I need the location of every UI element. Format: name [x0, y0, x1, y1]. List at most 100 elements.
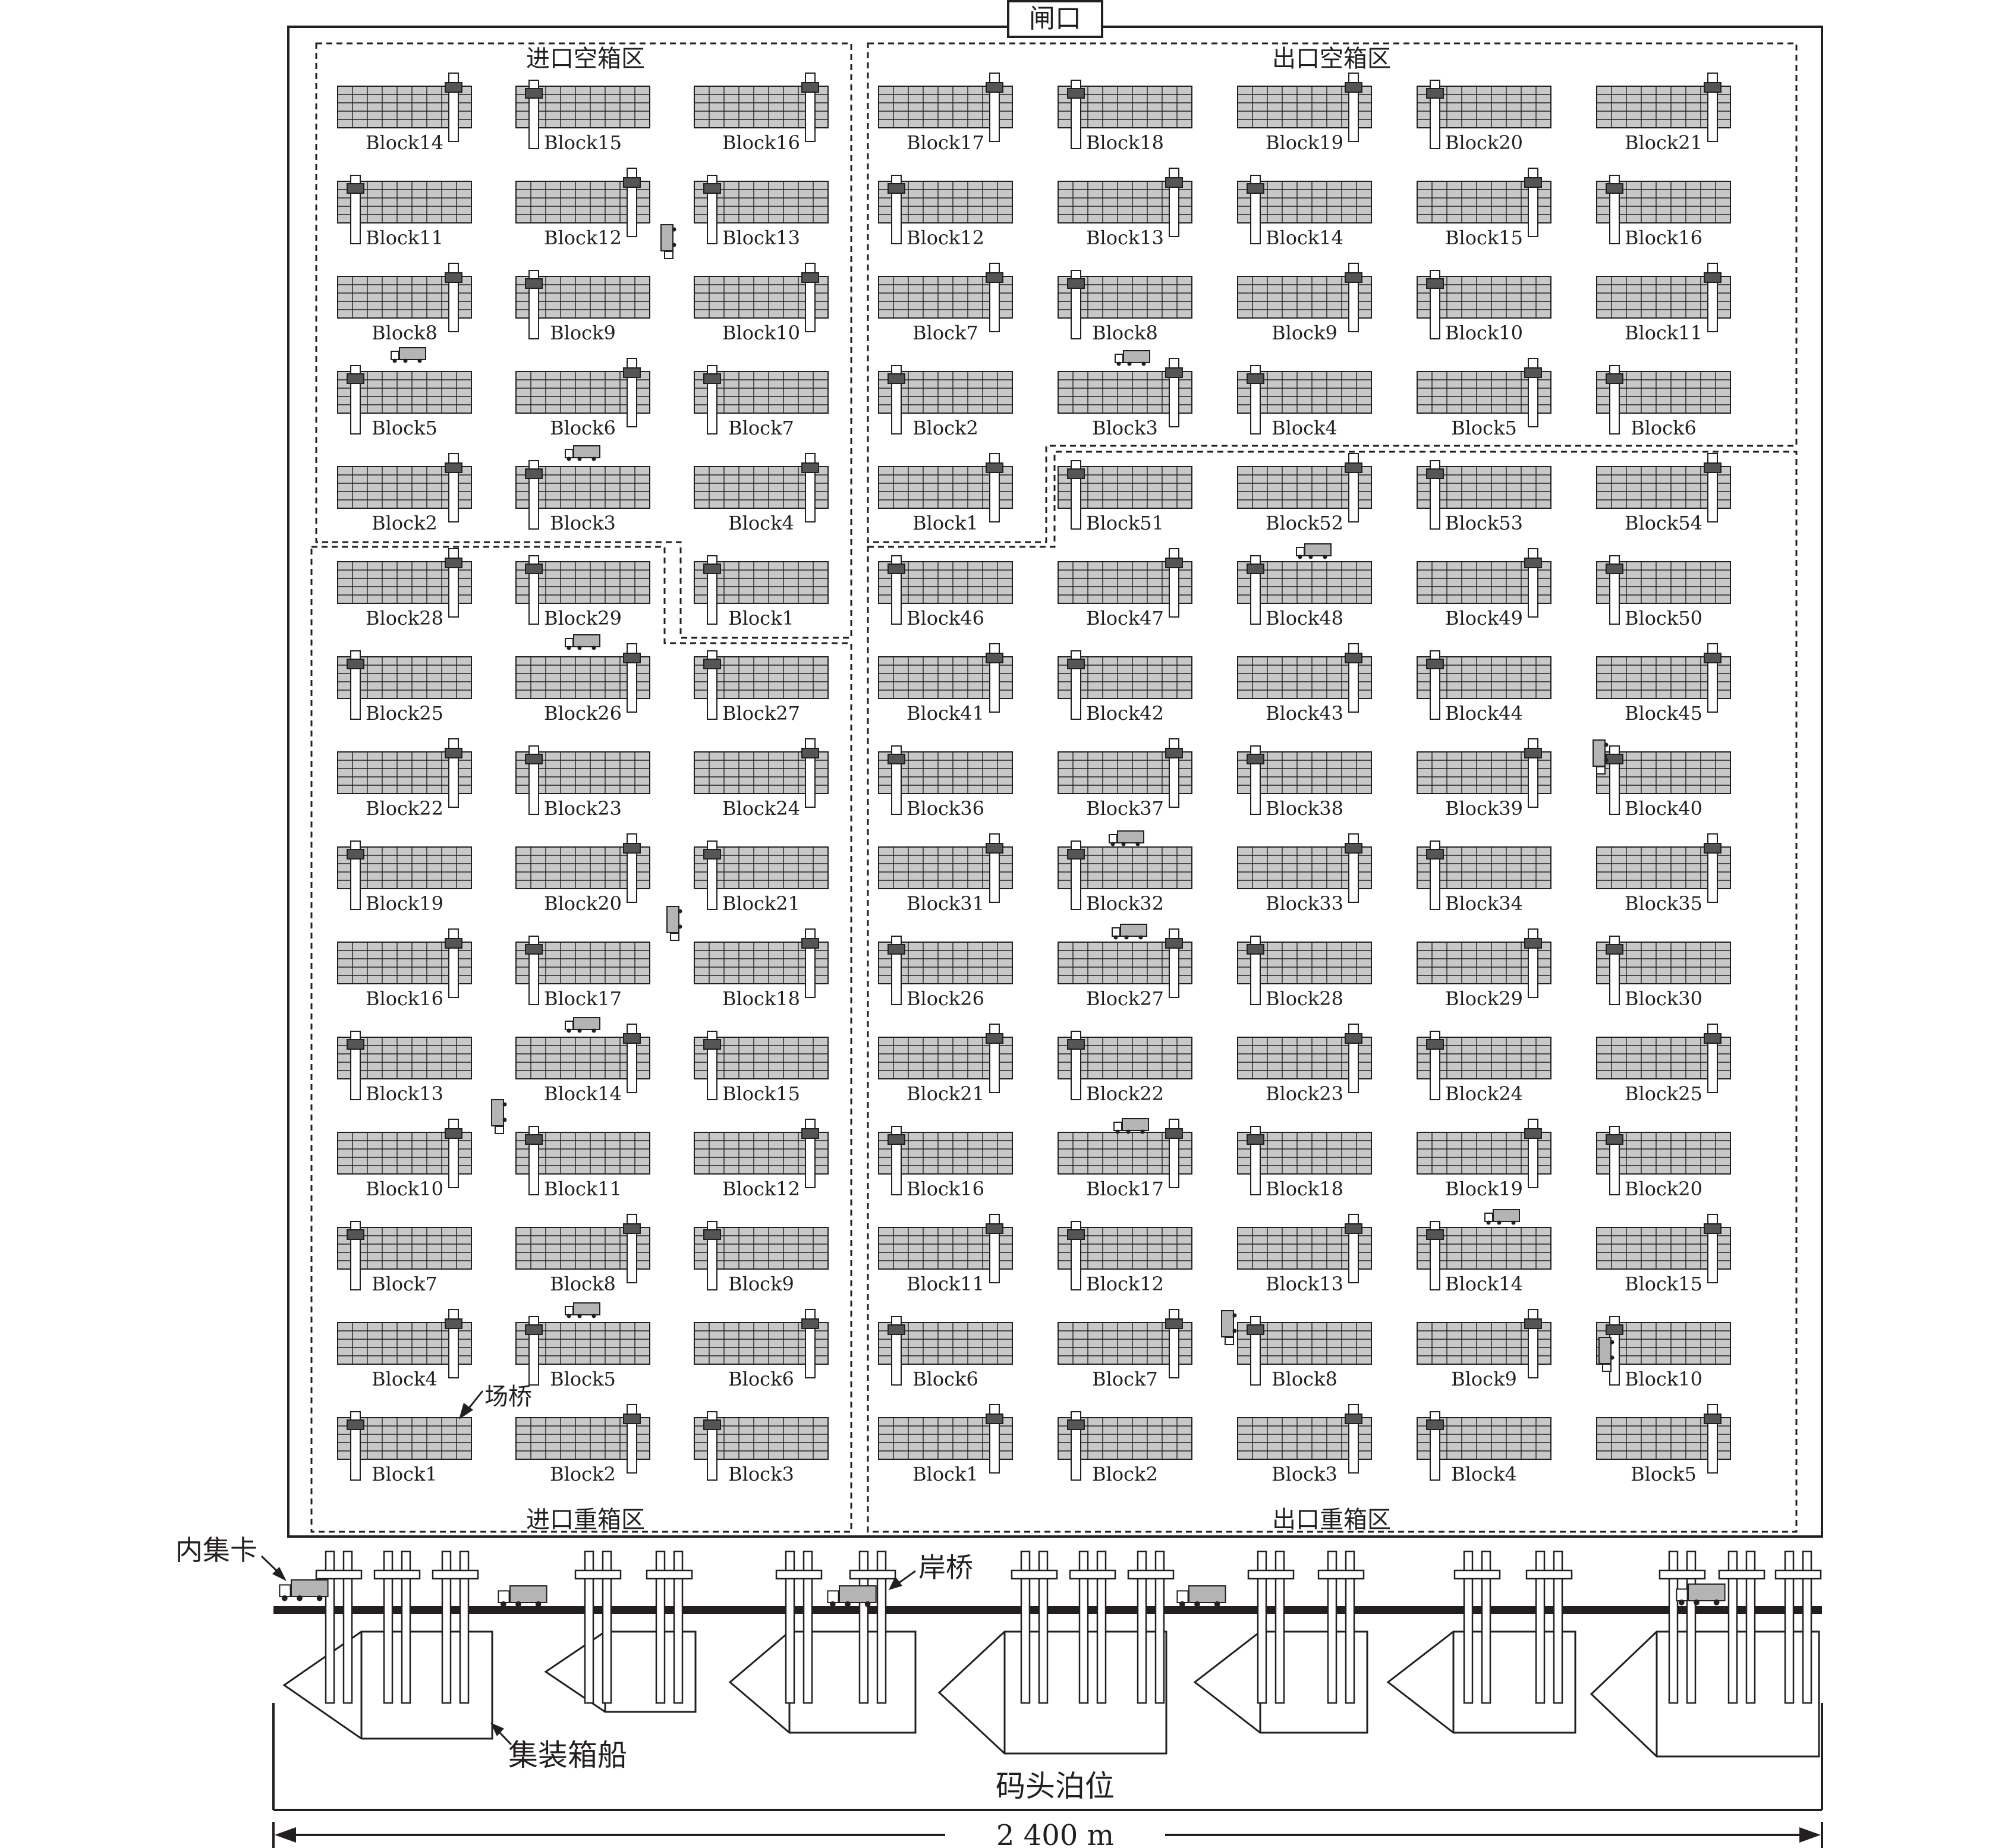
quay-crane-beam	[1525, 1569, 1573, 1580]
block-label: Block14	[544, 1082, 622, 1105]
block-label: Block43	[1266, 702, 1343, 725]
yard-crane-trolley	[801, 272, 819, 283]
block-label: Block10	[722, 322, 800, 344]
block-label: Block7	[372, 1273, 438, 1295]
block-label: Block9	[550, 322, 616, 344]
block-label: Block14	[1445, 1273, 1523, 1295]
yard-block: Block2	[515, 1404, 650, 1485]
block-label: Block16	[1625, 226, 1702, 249]
truck-wheel	[1486, 1220, 1491, 1225]
yard-crane-trolley	[1426, 278, 1444, 289]
ship-hull	[728, 1630, 917, 1734]
truck-container	[573, 445, 600, 458]
yard-block: Block10	[337, 1119, 472, 1200]
truck-cab	[495, 1126, 504, 1134]
yard-crane-trolley	[1067, 659, 1085, 669]
block-grid	[1417, 372, 1551, 413]
yard-block: Block38	[1237, 745, 1372, 820]
truck-wheel	[1497, 1220, 1502, 1225]
block-grid	[1417, 181, 1551, 223]
truck-wheel	[567, 1314, 571, 1318]
yard-crane-trolley	[888, 1134, 905, 1145]
yard-block: Block5	[1596, 1404, 1731, 1485]
block-grid	[1417, 752, 1551, 794]
yard-block: Block23	[1237, 1024, 1372, 1105]
block-grid	[1597, 657, 1730, 698]
block-label: Block25	[1625, 1082, 1702, 1105]
block-label: Block20	[544, 892, 622, 915]
truck-cab	[498, 1590, 510, 1603]
yard-block: Block45	[1596, 643, 1731, 725]
block-grid	[879, 847, 1012, 889]
yard-block: Block46	[878, 555, 1013, 629]
yard-block: Block7	[694, 365, 829, 439]
quay-crane-beam	[849, 1569, 896, 1580]
truck-container	[291, 1579, 329, 1597]
yard-block: Block15	[515, 80, 650, 154]
block-grid	[1058, 1323, 1192, 1364]
quay-crane-beam	[1247, 1569, 1295, 1580]
yard-trucks	[391, 224, 1615, 1372]
block-label: Block49	[1445, 607, 1523, 629]
yard-block: Block22	[1058, 1031, 1192, 1105]
block-grid	[1058, 1132, 1192, 1174]
truck-wheel	[1610, 1340, 1615, 1345]
quay-crane-beam	[1127, 1569, 1175, 1580]
truck	[565, 1017, 600, 1033]
block-grid	[338, 467, 471, 508]
yard-block: Block18	[1058, 80, 1192, 154]
yard-block: Block44	[1417, 650, 1551, 725]
truck-wheel	[281, 1595, 288, 1601]
truck-wheel	[1308, 555, 1313, 559]
truck-wheel	[417, 358, 422, 363]
block-label: Block1	[728, 607, 794, 629]
truck	[1598, 1337, 1615, 1372]
yard-block: Block21	[878, 1024, 1013, 1105]
yard-crane-trolley	[1524, 938, 1542, 949]
block-grid	[338, 1132, 471, 1174]
block-label: Block31	[907, 892, 984, 915]
yard-block: Block50	[1596, 555, 1731, 629]
truck-container	[509, 1585, 547, 1603]
yard-crane-trolley	[445, 1128, 462, 1139]
container-ship	[937, 1630, 1167, 1755]
block-label: Block15	[1625, 1273, 1702, 1295]
truck-container	[1117, 830, 1144, 843]
quay-crane-leg	[1668, 1550, 1679, 1704]
truck-wheel	[1113, 935, 1118, 940]
truck-wheel	[1713, 1599, 1720, 1605]
block-grid	[1597, 1037, 1730, 1079]
truck-container	[839, 1585, 877, 1603]
yard-block: Block16	[337, 928, 472, 1010]
yard-block: Block14	[515, 1024, 650, 1105]
block-label: Block6	[550, 417, 616, 439]
block-label: Block19	[1266, 131, 1343, 154]
yard-crane-trolley	[1067, 1419, 1085, 1430]
truck-wheel	[591, 1314, 596, 1318]
yard-block: Block27	[694, 650, 829, 725]
block-label: Block44	[1445, 702, 1523, 725]
block-label: Block23	[544, 797, 622, 820]
quay-crane-leg	[1327, 1550, 1337, 1704]
block-label: Block5	[550, 1368, 616, 1390]
block-label: Block4	[728, 512, 794, 534]
block-label: Block18	[1266, 1178, 1343, 1200]
block-grid	[516, 1227, 650, 1269]
block-grid	[516, 657, 650, 698]
truck-wheel	[678, 909, 682, 914]
truck-cab	[1296, 547, 1305, 556]
truck-wheel	[678, 924, 682, 929]
quay-crane	[373, 1550, 421, 1704]
yard-crane-trolley	[1345, 653, 1362, 663]
yard-block: Block19	[1417, 1119, 1551, 1200]
quay-crane-beam	[1453, 1569, 1501, 1580]
quay-crane-leg	[342, 1550, 353, 1704]
block-label: Block42	[1086, 702, 1164, 725]
yard-crane-trolley	[1704, 82, 1722, 93]
quay-crane-beam	[574, 1569, 622, 1580]
yard-block: Block2	[337, 453, 472, 534]
block-grid	[1238, 1418, 1371, 1459]
yard-block: Block6	[694, 1309, 829, 1390]
quay-crane-arrow	[889, 1570, 916, 1590]
yard-block: Block42	[1058, 650, 1192, 725]
